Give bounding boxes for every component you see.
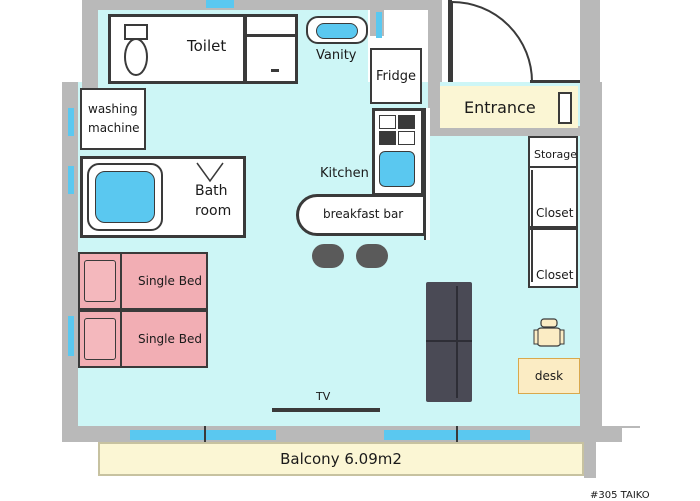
balcony-label: Balcony 6.09m2	[280, 450, 402, 468]
bed-pillow	[84, 260, 116, 302]
storage-divider	[244, 34, 298, 36]
balcony-railing	[600, 426, 640, 428]
bar-stool	[356, 244, 388, 268]
fridge-label: Fridge	[376, 68, 416, 84]
window-top-right	[376, 12, 382, 38]
kitchen-counter	[372, 108, 424, 196]
balcony: Balcony 6.09m2	[98, 442, 584, 476]
storage-shelf	[247, 35, 295, 37]
kitchen-sink	[379, 151, 415, 187]
entrance-door-leaf	[448, 0, 452, 82]
breakfast-bar-label: breakfast bar	[323, 207, 404, 221]
wall-top	[82, 0, 440, 10]
bathtub-water	[95, 171, 155, 223]
balcony-right-wall	[584, 442, 596, 478]
bathtub	[87, 163, 163, 231]
toilet-label: Toilet	[187, 37, 227, 55]
tv	[272, 408, 380, 412]
stove-icon	[379, 115, 417, 145]
kitchen-label: Kitchen	[320, 166, 369, 181]
toilet-storage	[244, 14, 298, 84]
window-frame-divider-1	[204, 426, 206, 442]
storage-knob	[271, 69, 279, 72]
toilet-icon	[124, 24, 148, 76]
storage-label: Storage	[534, 148, 578, 161]
vanity	[306, 16, 368, 44]
washing-machine-label-line2: machine	[88, 121, 140, 135]
window-left-1	[68, 108, 74, 136]
washing-machine: washing machine	[80, 88, 146, 150]
sofa-back	[456, 286, 458, 398]
toilet-room: Toilet	[108, 14, 246, 84]
bar-stool	[312, 244, 344, 268]
vanity-basin	[316, 23, 358, 39]
sofa-cushion-line	[426, 340, 472, 342]
entrance-door-right-jamb	[530, 80, 580, 83]
tv-label: TV	[316, 390, 331, 403]
desk: desk	[518, 358, 580, 394]
shower-icon	[196, 162, 224, 183]
desk-label: desk	[534, 369, 564, 383]
entrance-door-swing	[451, 0, 533, 83]
bed-fold-line	[120, 254, 122, 308]
footer-code: #305 TAIKO	[590, 490, 650, 501]
bed-fold-line	[120, 312, 122, 366]
window-top	[206, 0, 234, 8]
storage-closet: Storage	[528, 136, 578, 168]
window-left-2	[68, 166, 74, 194]
breakfast-bar: breakfast bar	[296, 194, 426, 236]
window-frame-divider-2	[456, 426, 458, 442]
single-bed-label: Single Bed	[138, 274, 202, 288]
bathroom-label-line1: Bath	[195, 183, 228, 199]
closet-door-line	[531, 170, 533, 282]
closet-label: Closet	[536, 206, 574, 220]
wall-left	[62, 82, 78, 440]
single-bed-label: Single Bed	[138, 332, 202, 346]
window-left-3	[68, 316, 74, 356]
bathroom-label-line2: room	[195, 203, 232, 219]
wall-right	[580, 82, 602, 428]
shoe-cabinet	[558, 92, 572, 124]
single-bed: Single Bed	[78, 310, 208, 368]
washing-machine-label-line1: washing	[88, 102, 138, 116]
bathroom: Bath room	[80, 156, 246, 238]
chair-icon	[533, 318, 565, 347]
window-balcony-left	[130, 430, 276, 440]
wall-entrance-top	[428, 82, 440, 132]
bed-pillow	[84, 318, 116, 360]
entrance-label: Entrance	[464, 98, 536, 117]
wall-right-top	[580, 0, 600, 90]
fridge: Fridge	[370, 48, 422, 104]
closet-lower: Closet	[528, 228, 578, 288]
closet-label: Closet	[536, 268, 574, 282]
wall-door-jamb	[428, 0, 442, 82]
wall-left-upper	[82, 0, 98, 88]
wall-entrance-divider	[428, 126, 580, 136]
sofa	[426, 282, 472, 402]
entrance-area: Entrance	[440, 86, 578, 128]
single-bed: Single Bed	[78, 252, 208, 310]
closet-upper: Closet	[528, 166, 578, 228]
kitchen-side-panel	[424, 108, 430, 240]
vanity-label: Vanity	[316, 48, 357, 63]
